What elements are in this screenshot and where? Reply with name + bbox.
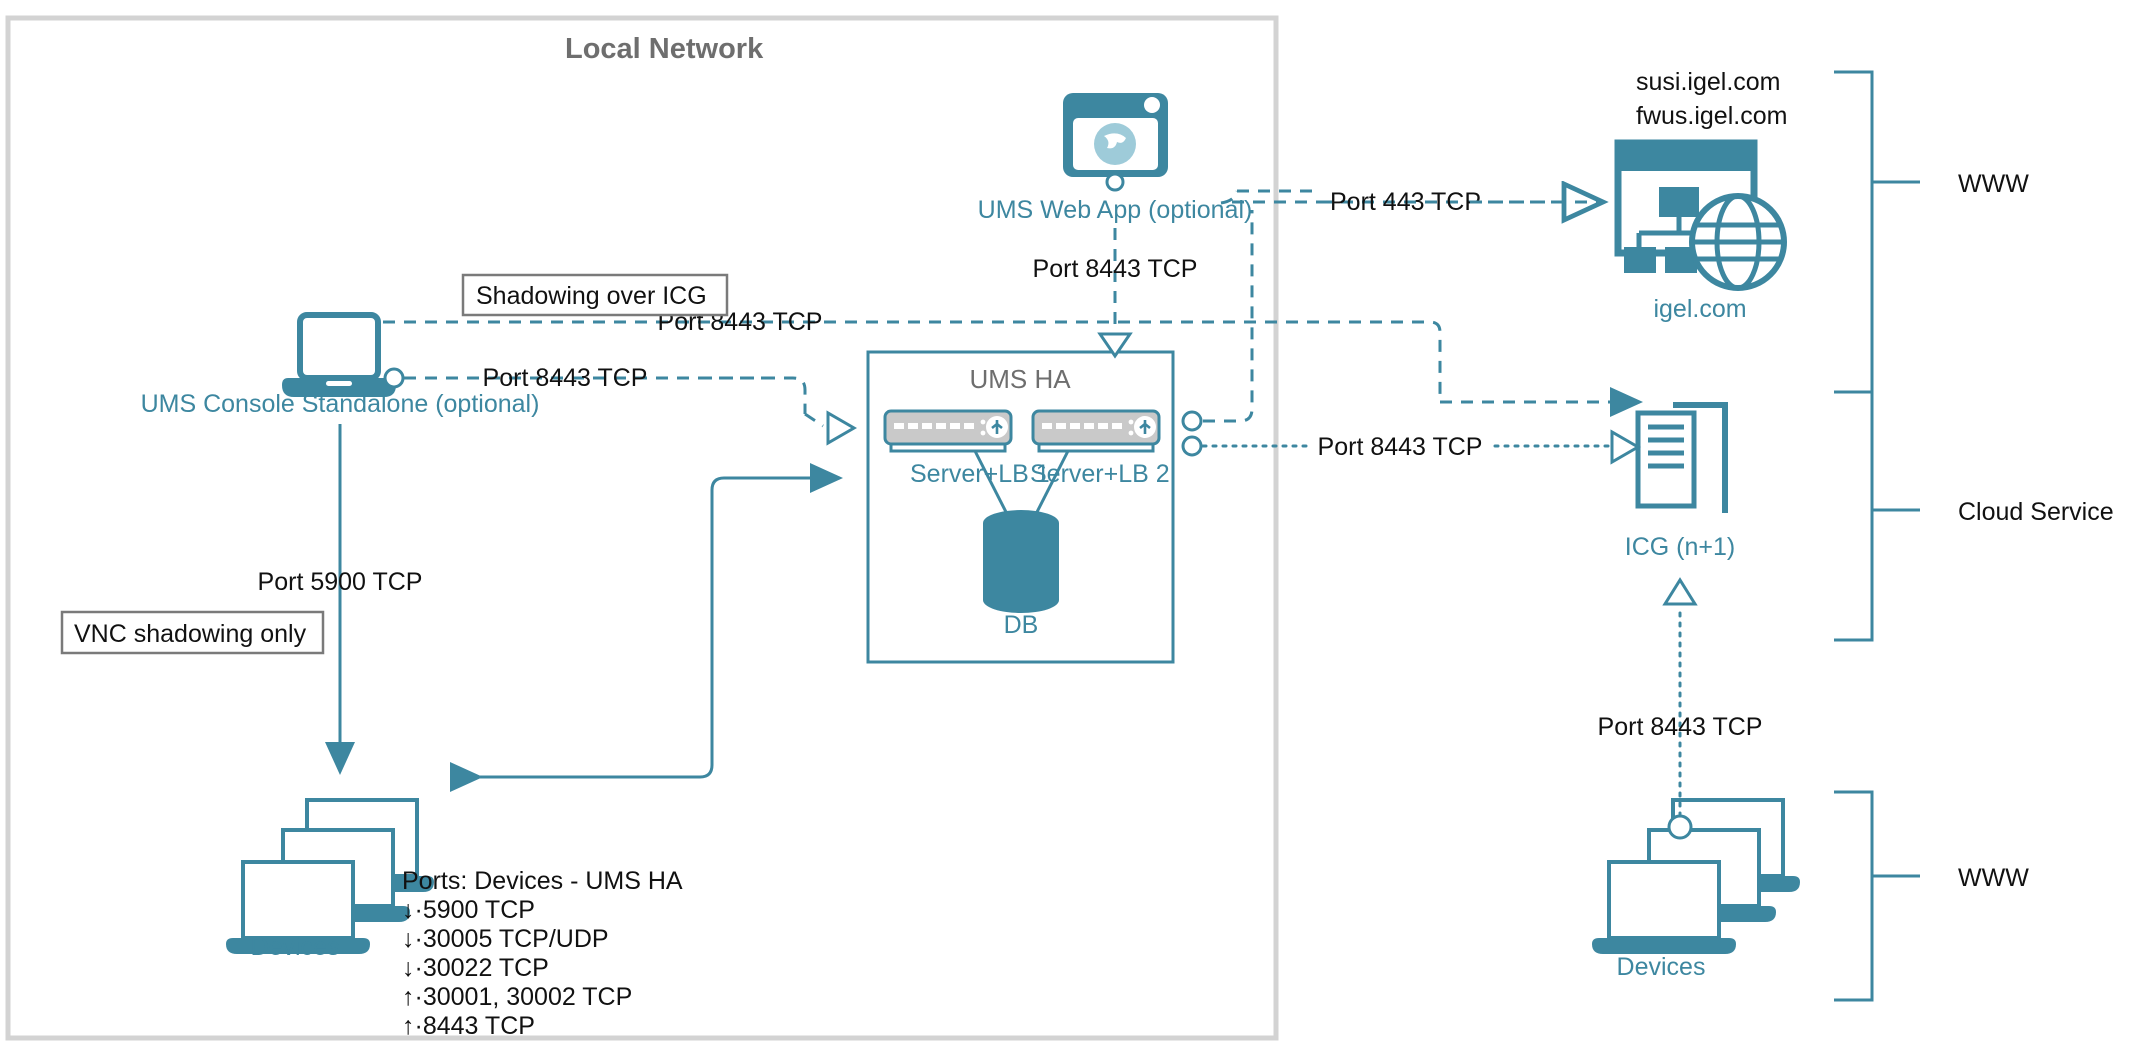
bracket-mask bbox=[1826, 300, 1882, 388]
console-umsha-seg4 bbox=[804, 412, 824, 428]
igel-com-node[interactable]: susi.igel.com fwus.igel.com igel.com bbox=[1614, 68, 1787, 323]
server-tower-icon bbox=[1635, 402, 1728, 513]
console-port-endpoint bbox=[383, 367, 405, 389]
ums-ha-label: UMS HA bbox=[969, 364, 1071, 394]
note-vnc-text: VNC shadowing only bbox=[74, 620, 307, 648]
devices-umsha-connector bbox=[450, 463, 843, 792]
ports-row: ↓·30005 TCP/UDP bbox=[402, 925, 609, 953]
note-vnc-shadowing-only: VNC shadowing only bbox=[60, 610, 325, 655]
devices-remote-label: Devices bbox=[1617, 953, 1706, 981]
local-network-label: Local Network bbox=[565, 33, 764, 65]
laptop-stack-icon bbox=[226, 798, 434, 954]
remote-devices-endpoint bbox=[1667, 814, 1693, 840]
umsha-endpoint-lower bbox=[1181, 435, 1203, 457]
console-umsha-port-label: Port 8443 TCP bbox=[483, 364, 648, 392]
lb1-db-link bbox=[973, 450, 1008, 513]
webapp-umsha-port-label: Port 8443 TCP bbox=[1033, 255, 1198, 283]
bracket-www-bottom: WWW bbox=[1834, 790, 2029, 1002]
ports-title: Ports: Devices - UMS HA bbox=[402, 867, 683, 895]
laptop-icon bbox=[282, 312, 396, 397]
bracket-cloud-service: Cloud Service bbox=[1834, 390, 2114, 642]
igel-com-label: igel.com bbox=[1653, 295, 1746, 323]
icg-label: ICG (n+1) bbox=[1625, 533, 1735, 561]
devices-icg-port-label: Port 8443 TCP bbox=[1598, 713, 1763, 741]
ports-row: ↑·8443 TCP bbox=[402, 1012, 535, 1040]
ports-row: ↑·30001, 30002 TCP bbox=[402, 983, 632, 1011]
devices-local-label: Devices bbox=[251, 933, 340, 961]
bracket-label-0: WWW bbox=[1958, 170, 2029, 198]
web-portal-globe-icon bbox=[1614, 139, 1787, 291]
db-label: DB bbox=[1004, 611, 1039, 639]
db-node[interactable]: DB bbox=[983, 510, 1059, 639]
devices-remote-node[interactable]: Devices bbox=[1592, 798, 1800, 981]
server-lb-1-node[interactable]: Server+LB 1 bbox=[883, 409, 1050, 488]
ums-web-app-label: UMS Web App (optional) bbox=[978, 196, 1253, 224]
umsha-to-webapp-route bbox=[1203, 210, 1254, 423]
console-shadow-route bbox=[383, 320, 1442, 398]
port-443-label: Port 443 TCP bbox=[1330, 188, 1481, 216]
server-lb-2-label: Server+LB 2 bbox=[1030, 460, 1170, 488]
browser-globe-icon bbox=[1063, 93, 1168, 192]
webapp-igel-line-a bbox=[1220, 189, 1320, 205]
ums-ha-group[interactable]: UMS HA Server+LB 1 bbox=[866, 350, 1175, 664]
console-umsha-seg2 bbox=[700, 376, 807, 408]
console-umsha-arrowhead bbox=[826, 410, 858, 446]
ports-row: ↓·5900 TCP bbox=[402, 896, 535, 924]
ums-console-label: UMS Console Standalone (optional) bbox=[141, 390, 540, 418]
devices-icg-arrowhead bbox=[1662, 577, 1698, 606]
umsha-endpoint-upper bbox=[1181, 410, 1203, 432]
lb2-db-link bbox=[1035, 450, 1070, 513]
ports-row: ↓·30022 TCP bbox=[402, 954, 549, 982]
laptop-stack-icon bbox=[1592, 798, 1800, 954]
devices-local-node[interactable]: Devices bbox=[226, 798, 434, 961]
server-lb-1-label: Server+LB 1 bbox=[910, 460, 1050, 488]
note-shadowing-text: Shadowing over ICG bbox=[476, 282, 707, 310]
ums-web-app-node[interactable]: UMS Web App (optional) bbox=[978, 93, 1253, 224]
umsha-icg-port-label: Port 8443 TCP bbox=[1318, 433, 1483, 461]
server-rack-icon bbox=[883, 409, 1013, 453]
umsha-icg-arrowhead bbox=[1610, 429, 1642, 465]
server-rack-icon bbox=[1031, 409, 1161, 453]
webapp-umsha-arrowhead bbox=[1097, 332, 1133, 359]
bracket-label-1: Cloud Service bbox=[1958, 498, 2114, 526]
database-cylinder-icon bbox=[983, 510, 1059, 613]
icg-node[interactable]: ICG (n+1) bbox=[1625, 402, 1735, 561]
server-lb-2-node[interactable]: Server+LB 2 bbox=[1030, 409, 1170, 488]
ums-console-node[interactable]: UMS Console Standalone (optional) bbox=[141, 312, 540, 418]
note-shadowing-over-icg: Shadowing over ICG bbox=[461, 273, 729, 317]
susi-host-label: susi.igel.com bbox=[1636, 68, 1781, 96]
ports-info-block: Ports: Devices - UMS HA ↓·5900 TCP↓·3000… bbox=[402, 867, 683, 1040]
bracket-label-2: WWW bbox=[1958, 864, 2029, 892]
fwus-host-label: fwus.igel.com bbox=[1636, 102, 1787, 130]
console-devices-port-label: Port 5900 TCP bbox=[258, 568, 423, 596]
